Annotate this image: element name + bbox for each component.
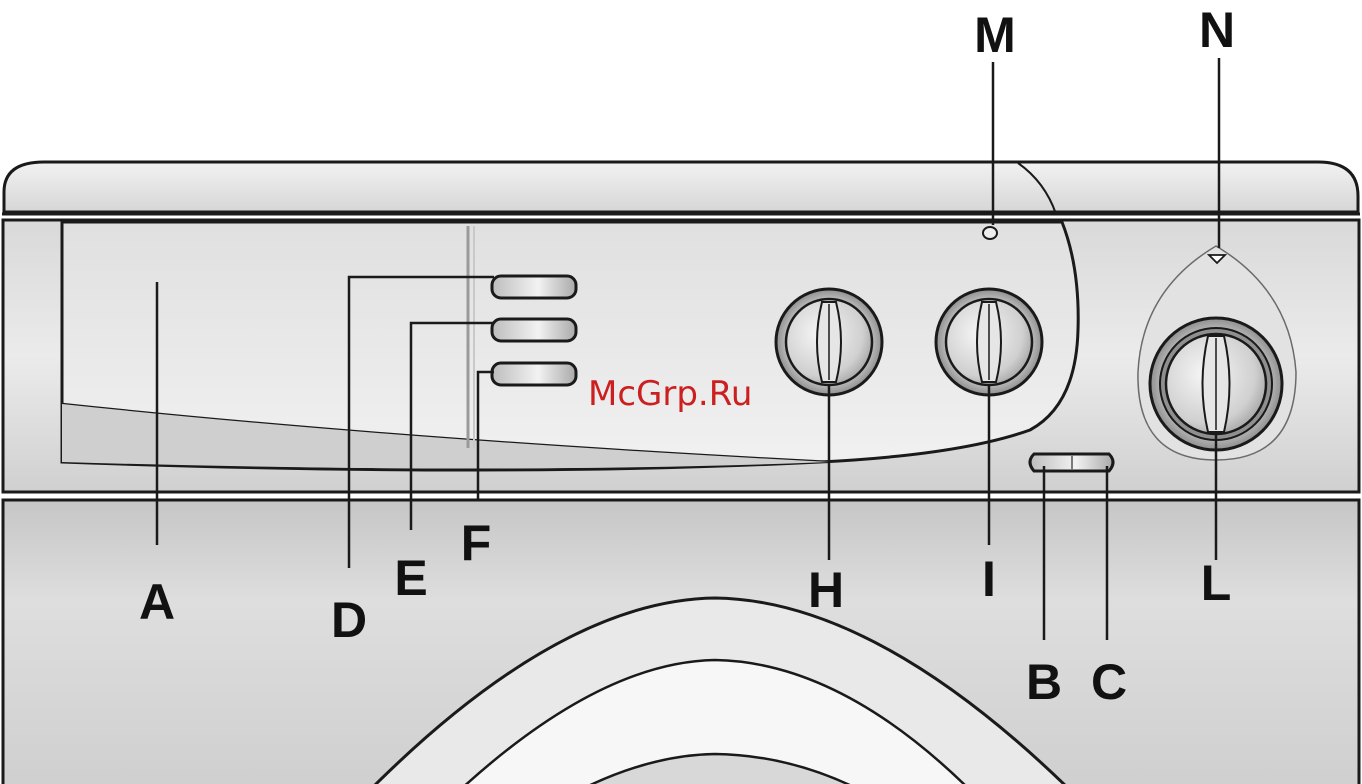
on-off-button-bc[interactable] [1030, 454, 1113, 471]
callout-label-e: E [394, 550, 427, 606]
callout-label-i: I [982, 551, 996, 607]
machine-top-lid [4, 162, 1358, 212]
knob-h[interactable] [776, 289, 882, 395]
knob-i[interactable] [936, 289, 1042, 395]
callout-label-m: M [974, 7, 1016, 63]
callout-label-h: H [808, 562, 844, 618]
option-button-d[interactable] [492, 276, 576, 298]
callout-label-d: D [331, 592, 367, 648]
callout-label-l: L [1201, 555, 1232, 611]
watermark-text: McGrp.Ru [588, 374, 752, 414]
option-button-e[interactable] [492, 319, 576, 341]
callout-label-n: N [1199, 2, 1235, 58]
callout-label-c: C [1091, 654, 1127, 710]
callout-label-b: B [1026, 654, 1062, 710]
callout-label-f: F [461, 515, 492, 571]
callout-label-a: A [139, 574, 175, 630]
knob-l[interactable] [1150, 318, 1282, 450]
option-button-f[interactable] [492, 363, 576, 385]
indicator-light-m [983, 227, 997, 239]
